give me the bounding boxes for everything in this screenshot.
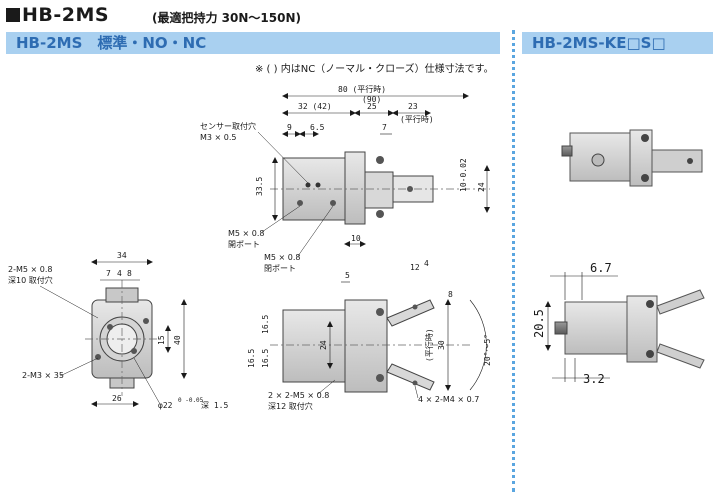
ke-dim-20-5: 20.5: [532, 309, 546, 338]
front-view: 34 7 4 8 15 40 26 φ22 0 -0.05 深 1.5 2-M5…: [8, 251, 228, 410]
ke-upper-pin-icon-2: [641, 174, 649, 182]
title-square-icon: [6, 8, 20, 22]
ke-upper-sensor: [561, 145, 573, 157]
section-bar-standard: HB-2MS 標準・NO・NC: [6, 32, 500, 54]
dim-dia: φ22: [158, 401, 173, 410]
page-title: HB-2MS: [6, 4, 109, 26]
dim-side-angle: 20°～5°: [483, 334, 492, 366]
port-hole-icon-2: [330, 200, 336, 206]
label-sensor: センサー取付穴: [200, 121, 256, 131]
side-lower-finger: [386, 363, 435, 391]
dim-overall: 80 (平行時): [338, 84, 386, 94]
dim-depth: 深 1.5: [201, 401, 228, 410]
ke-dim-6-7: 6.7: [590, 261, 612, 275]
dim-10b: 10: [351, 234, 361, 243]
dim-dia-tol: 0 -0.05: [178, 397, 204, 404]
section-separator: [512, 30, 515, 492]
ke-upper-bolt-icon: [591, 153, 605, 167]
dim-7: 7: [382, 123, 387, 132]
ke-lower-pin-icon-2: [646, 350, 654, 358]
label-port2-name: 閉ポート: [264, 264, 296, 273]
port-hole-icon: [297, 200, 303, 206]
ke-lower-pin-icon: [646, 300, 654, 308]
dim-side-24: 24: [319, 340, 328, 350]
dim-8f: 8: [127, 269, 132, 278]
label-port1: M5 × 0.8: [228, 229, 265, 238]
label-side-tap2: 4 × 2-M4 × 0.7: [418, 395, 479, 404]
dim-side-8: 8: [448, 290, 453, 299]
dim-25: 25: [367, 102, 377, 111]
label-tap1-depth: 深10 取付穴: [8, 275, 53, 285]
label-tap2: 2-M3 × 35: [22, 371, 64, 380]
dim-23: 23: [408, 102, 418, 111]
ke-lower-sensor: [554, 321, 568, 335]
label-side-tap1-depth: 深12 取付穴: [268, 401, 313, 411]
dim-33-5: 33.5: [255, 177, 264, 196]
dim-overall-nc: (90): [362, 95, 381, 104]
side-view: 16.5 16.5 16.5 24 5 12 4 8 30 (平行時) 20°～…: [247, 259, 492, 411]
nc-note: ※ ( ) 内はNC（ノーマル・クローズ）仕様寸法です。: [255, 64, 494, 75]
ke-upper-pin-icon: [641, 134, 649, 142]
ke-upper-finger: [651, 149, 703, 173]
dim-side-30: 30: [437, 340, 446, 350]
dim-10: 10-0.02: [459, 158, 468, 192]
page-title-text: HB-2MS: [22, 4, 110, 26]
label-port2: M5 × 0.8: [264, 253, 301, 262]
sensor-hole-icon-2: [315, 182, 321, 188]
page-subtitle: (最適把持力 30N～150N): [152, 11, 301, 25]
dim-24: 24: [477, 182, 486, 192]
dim-side-4: 4: [424, 259, 429, 268]
ke-dim-3-2: 3.2: [583, 372, 605, 386]
top-pin-icon-2: [376, 210, 384, 218]
dim-32: 32 (42): [298, 102, 332, 111]
label-side-tap1: 2 × 2-M5 × 0.8: [268, 391, 329, 400]
dim-7f: 7: [106, 269, 111, 278]
side-upper-finger: [386, 299, 435, 327]
dim-40: 40: [173, 335, 182, 345]
dim-6-5: 6.5: [310, 123, 325, 132]
ke-lower-body: [564, 301, 628, 355]
ke-lower-lower-finger: [656, 343, 705, 369]
dim-9: 9: [287, 123, 292, 132]
dim-23-note: (平行時): [400, 114, 434, 124]
section-bar-ke: HB-2MS-KE□S□: [522, 32, 713, 54]
dim-side-5: 5: [345, 271, 350, 280]
ke-lower-upper-finger: [656, 289, 705, 315]
side-body: [282, 309, 346, 383]
dim-4f: 4: [117, 269, 122, 278]
top-jaw-base: [364, 171, 394, 209]
dim-side-16-5c: 16.5: [247, 349, 256, 368]
ke-view: 6.7 20.5 3.2: [532, 129, 705, 386]
dim-side-parallel: (平行時): [424, 328, 434, 362]
front-hole-icon-4: [143, 318, 149, 324]
dim-34: 34: [117, 251, 127, 260]
side-pivot-icon-2: [376, 374, 384, 382]
front-hole-icon: [107, 324, 113, 330]
top-head-block: [344, 151, 366, 225]
finger-tap-icon: [412, 304, 418, 310]
finger-tap-icon-2: [412, 380, 418, 386]
dim-15: 15: [157, 335, 166, 345]
top-view: 80 (平行時) (90) 32 (42) 25 23 (平行時) 9 6.5 …: [200, 84, 490, 273]
dim-26: 26: [112, 394, 122, 403]
dim-side-16-5b: 16.5: [261, 349, 270, 368]
top-pin-icon: [376, 156, 384, 164]
label-tap1: 2-M5 × 0.8: [8, 265, 52, 274]
label-sensor-size: M3 × 0.5: [200, 133, 237, 142]
ke-upper-hole-icon: [687, 158, 693, 164]
label-port1-name: 開ポート: [228, 240, 260, 249]
front-hole-icon-2: [131, 348, 137, 354]
dim-side-16-5a: 16.5: [261, 315, 270, 334]
side-pivot-icon: [376, 308, 384, 316]
sensor-hole-icon: [305, 182, 311, 188]
dim-side-12: 12: [410, 263, 420, 272]
